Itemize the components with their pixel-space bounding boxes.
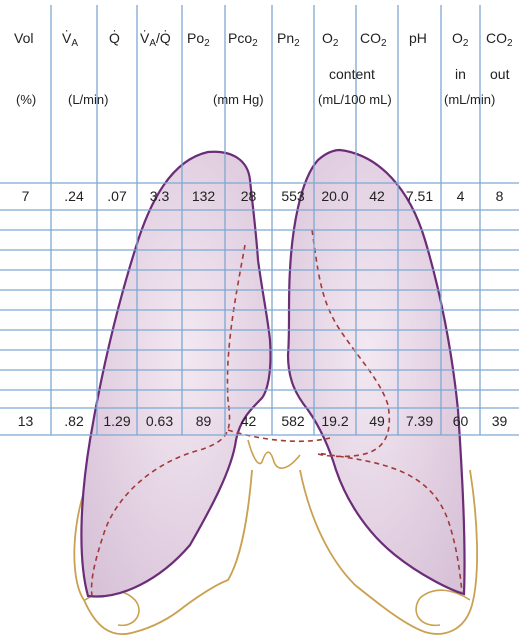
apex-o2-in: 4	[441, 188, 480, 204]
base-q: 1.29	[97, 413, 137, 429]
base-va: .82	[51, 413, 97, 429]
unit-lmin: (L/min)	[68, 92, 108, 107]
apex-pco2: 28	[225, 188, 272, 204]
header-ph: pH	[409, 30, 427, 46]
header-co2-out: CO2	[486, 30, 513, 49]
apex-vol: 7	[0, 188, 51, 204]
apex-ph: 7.51	[398, 188, 441, 204]
header-in: in	[455, 66, 466, 82]
header-o2-in: O2	[452, 30, 468, 49]
unit-mmhg: (mm Hg)	[213, 92, 264, 107]
base-pn2: 582	[272, 413, 314, 429]
header-perfusion: ·Q	[109, 30, 120, 46]
base-o2-content: 19.2	[314, 413, 356, 429]
header-co2-content: CO2	[360, 30, 387, 49]
apex-va: .24	[51, 188, 97, 204]
header-pco2: Pco2	[228, 30, 258, 49]
header-vol: Vol	[14, 30, 33, 46]
unit-ml100: (mL/100 mL)	[318, 92, 392, 107]
header-va-q-ratio: ·VA/·Q	[140, 30, 171, 49]
apex-o2-content: 20.0	[314, 188, 356, 204]
header-content: content	[329, 66, 375, 82]
base-vol: 13	[0, 413, 51, 429]
base-co2-out: 39	[480, 413, 519, 429]
apex-pn2: 553	[272, 188, 314, 204]
unit-mlmin: (mL/min)	[444, 92, 495, 107]
header-out: out	[490, 66, 509, 82]
unit-percent: (%)	[16, 92, 36, 107]
apex-co2-out: 8	[480, 188, 519, 204]
header-pn2: Pn2	[277, 30, 300, 49]
heart-notch	[248, 440, 300, 468]
table-grid	[0, 5, 519, 435]
header-po2: Po2	[187, 30, 210, 49]
right-lung	[81, 152, 270, 597]
base-vaq: 0.63	[137, 413, 182, 429]
apex-po2: 132	[182, 188, 225, 204]
base-po2: 89	[182, 413, 225, 429]
header-ventilation: ·VA	[62, 30, 78, 49]
apex-q: .07	[97, 188, 137, 204]
base-o2-in: 60	[441, 413, 480, 429]
base-pco2: 42	[225, 413, 272, 429]
apex-vaq: 3.3	[137, 188, 182, 204]
base-ph: 7.39	[398, 413, 441, 429]
apex-co2-content: 42	[356, 188, 398, 204]
right-pleura-inner	[416, 590, 470, 625]
header-o2-content: O2	[322, 30, 338, 49]
base-co2-content: 49	[356, 413, 398, 429]
